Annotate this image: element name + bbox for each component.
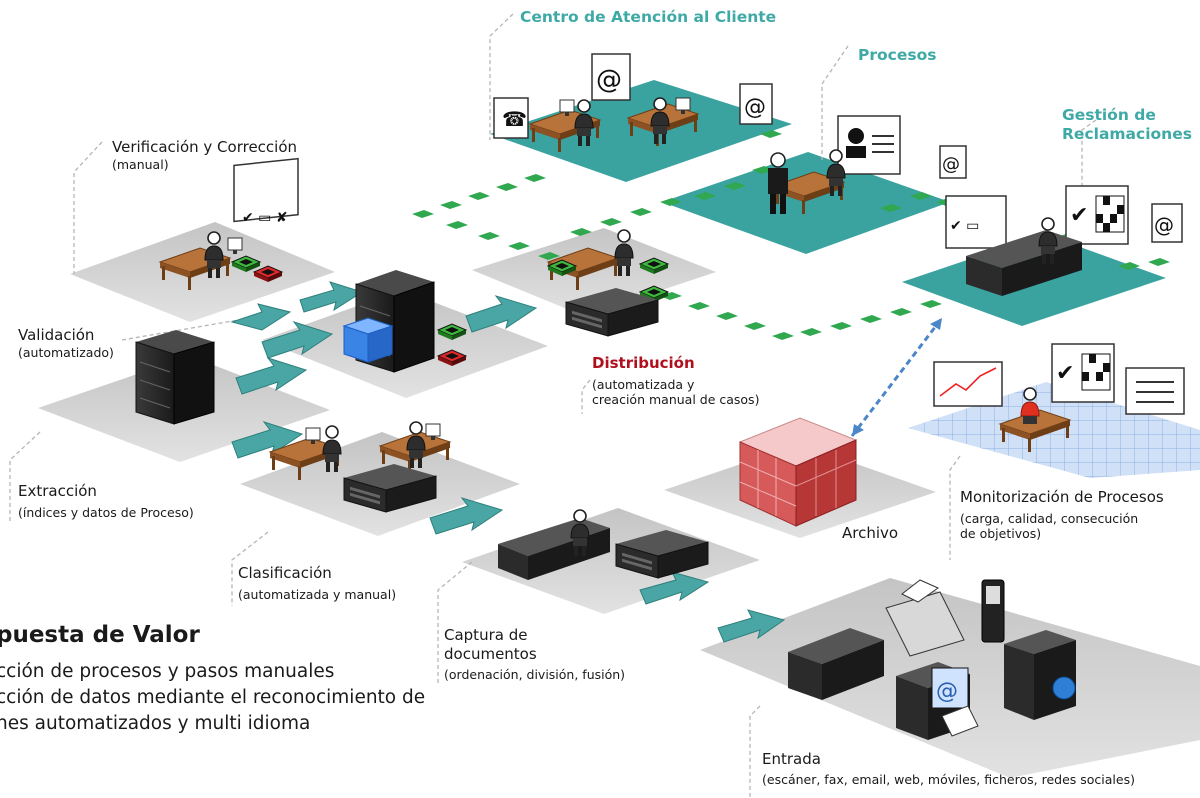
value-line-1: cción de procesos y pasos manuales (0, 661, 335, 682)
label-monitorizacion: Monitorización de Procesos (carga, calid… (960, 488, 1164, 542)
label-extraccion: Extracción (índices y datos de Proceso) (18, 482, 194, 520)
label-entrada: Entrada (escáner, fax, email, web, móvil… (762, 750, 1135, 787)
archivo-title: Archivo (842, 524, 899, 542)
centro-title: Centro de Atención al Cliente (520, 8, 777, 26)
archivo-connector (850, 317, 944, 437)
value-proposition: puesta de Valor cción de procesos y paso… (0, 622, 556, 738)
phone-icon (493, 97, 529, 139)
entrada-sub: (escáner, fax, email, web, móviles, fich… (762, 771, 1135, 787)
connector-arrowhead-top (930, 318, 942, 330)
email-doc-icon (739, 83, 773, 125)
svg-text:✔ ▭ ✘: ✔ ▭ ✘ (242, 210, 288, 226)
svg-text:@: @ (936, 679, 958, 704)
fax-icon (885, 579, 965, 657)
leader-clasificacion (231, 531, 269, 606)
validacion-sub: (automatizado) (18, 344, 114, 360)
entrada-devices: @ (788, 579, 1076, 740)
label-distribucion: Distribución (automatizada y creación ma… (592, 354, 759, 408)
extraccion-title: Extracción (18, 482, 97, 500)
monitorizacion-sub-1: (carga, calidad, consecución (960, 510, 1139, 526)
envelope-icon (941, 705, 979, 737)
web-server-icon (1004, 630, 1076, 720)
svg-text:@: @ (1154, 213, 1174, 237)
clasificacion-title: Clasificación (238, 564, 332, 582)
label-centro-atencion: Centro de Atención al Cliente (520, 8, 776, 27)
leader-monitorizacion (949, 455, 961, 560)
leader-validacion (121, 317, 251, 341)
verificacion-sub: (manual) (112, 156, 169, 172)
value-heading: puesta de Valor (0, 622, 200, 648)
svg-text:@: @ (596, 65, 622, 95)
verificacion-title: Verificación y Corrección (112, 138, 298, 156)
value-line-2: cción de datos mediante el reconocimient… (0, 687, 426, 709)
captura-sub: (ordenación, división, fusión) (444, 666, 626, 682)
value-line-3: nes automatizados y multi idioma (0, 713, 311, 735)
connector-arrowhead-bottom (852, 424, 864, 436)
leader-centro (489, 13, 514, 140)
leader-entrada (749, 705, 761, 798)
captura-station (498, 509, 709, 580)
monitorizacion-sub-2: de objetivos) (960, 526, 1042, 542)
gestion-title-2: Reclamaciones (1062, 125, 1192, 144)
svg-text:☎: ☎ (502, 107, 527, 131)
label-procesos: Procesos (858, 46, 936, 65)
mobile-phone-icon (981, 579, 1005, 643)
monitorizacion-title: Monitorización de Procesos (960, 488, 1164, 506)
label-archivo: Archivo (842, 524, 898, 543)
distribucion-sub-1: (automatizada y (592, 376, 695, 392)
svg-text:@: @ (744, 95, 766, 120)
procesos-station: @ (768, 115, 967, 215)
line-chart-icon (933, 361, 1003, 407)
centro-station: ☎ @ @ (493, 53, 773, 153)
floor-procesos (662, 152, 950, 254)
validacion-center-server (342, 270, 467, 373)
captura-title-2: documentos (444, 644, 537, 663)
email-server-icon: @ (896, 662, 979, 740)
clasificacion-sub: (automatizada y manual) (238, 586, 397, 602)
globe-icon (1052, 676, 1076, 700)
distribucion-title: Distribución (592, 354, 695, 372)
leader-verificacion (73, 141, 103, 274)
label-gestion: Gestión de Reclamaciones (1062, 106, 1192, 145)
label-clasificacion: Clasificación (automatizada y manual) (238, 564, 396, 602)
distribucion-sub-2: creación manual de casos) (592, 392, 760, 408)
email-small-icon (939, 145, 967, 179)
gestion-title-1: Gestión de (1062, 106, 1156, 124)
floor-captura (462, 508, 760, 614)
svg-text:@: @ (942, 154, 960, 175)
validacion-title: Validación (18, 326, 95, 344)
leader-captura (437, 561, 473, 686)
entrada-title: Entrada (762, 750, 821, 768)
standing-person (768, 152, 788, 214)
floor-centro-atencion (490, 80, 792, 182)
gestion-station: ✔ ▭ ✔ @ (945, 185, 1183, 296)
task-list-icon (945, 195, 1007, 249)
checklist-icon (233, 157, 299, 223)
svg-text:✔ ▭: ✔ ▭ (950, 218, 979, 234)
validacion-server (135, 330, 215, 425)
verificacion-station: ✔ ▭ ✘ (159, 157, 299, 291)
leader-distribucion (581, 379, 591, 414)
svg-text:✔: ✔ (1056, 361, 1074, 386)
captura-title-1: Captura de (444, 626, 528, 644)
monitorizacion-station: ✔ (933, 343, 1185, 453)
email-icon (591, 53, 631, 101)
flow-arrows (230, 281, 786, 643)
label-verificacion: Verificación y Corrección (manual) (112, 138, 297, 172)
label-captura: Captura de documentos (ordenación, divis… (444, 626, 625, 682)
leader-procesos (821, 45, 849, 160)
extraccion-sub: (índices y datos de Proceso) (18, 504, 194, 520)
procesos-title: Procesos (858, 46, 937, 64)
scanner-icon (788, 628, 884, 700)
svg-text:✔: ✔ (1070, 203, 1088, 228)
label-validacion: Validación (automatizado) (18, 326, 114, 360)
archivo-cube (738, 417, 858, 527)
email-doc-icon-2 (1151, 203, 1183, 243)
